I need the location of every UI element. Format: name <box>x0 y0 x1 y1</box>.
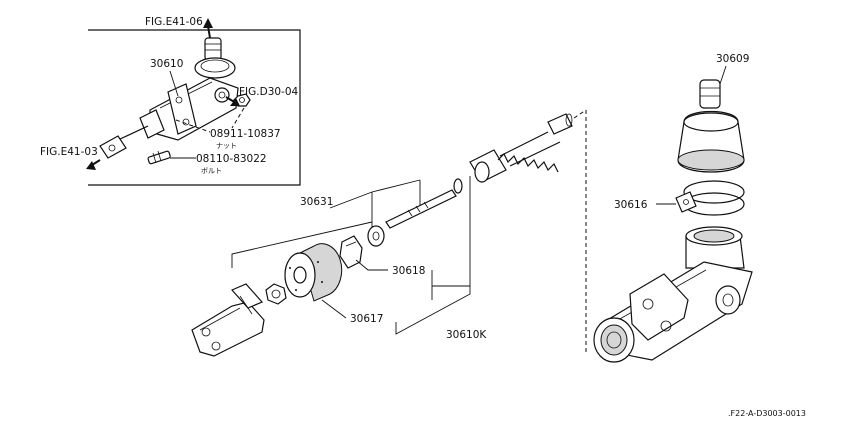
caption-nut: ナット <box>216 142 237 150</box>
hose-clamp-part <box>675 180 745 216</box>
drawing-code: .F22-A-D3003-0013 <box>728 409 806 418</box>
reservoir-cap-part <box>677 79 745 173</box>
bracket-30610k <box>395 286 471 335</box>
bracket-30631-left <box>231 221 373 268</box>
label-30616[interactable]: 30616 <box>614 199 648 211</box>
inset-master-cylinder-drawing <box>99 37 251 165</box>
label-30609[interactable]: 30609 <box>716 53 749 65</box>
washer-part <box>367 225 385 247</box>
leader-30617 <box>321 299 347 319</box>
label-30610k[interactable]: 30610K <box>446 329 487 341</box>
cylinder-assembly: 30609 30616 <box>573 53 753 363</box>
label-30617[interactable]: 30617 <box>350 313 383 325</box>
arrow-up-icon <box>203 18 213 39</box>
exploded-view: 30631 30617 <box>191 113 573 357</box>
ref-fig-d30-04[interactable]: FIG.D30-04 <box>239 86 299 98</box>
label-30610[interactable]: 30610 <box>150 58 183 70</box>
leader-nut-2 <box>231 107 245 129</box>
inset-frame <box>88 29 301 186</box>
dust-boot-part <box>284 243 343 302</box>
label-30618[interactable]: 30618 <box>392 265 425 277</box>
ref-fig-e41-06[interactable]: FIG.E41-06 <box>145 16 203 28</box>
leader-nut <box>175 119 211 133</box>
push-rod-part <box>385 189 457 229</box>
label-08911-10837[interactable]: 08911-10837 <box>210 128 281 140</box>
jam-nut-part <box>265 283 287 305</box>
clevis-yoke-part <box>191 283 265 357</box>
label-30631[interactable]: 30631 <box>300 196 333 208</box>
label-08110-83022[interactable]: 08110-83022 <box>196 153 267 165</box>
leader-30618 <box>355 259 388 271</box>
caption-bolt: ボルト <box>201 167 222 175</box>
leader-30610 <box>169 70 179 97</box>
cylinder-body-part <box>593 261 753 363</box>
inset-panel: FIG.E41-06 <box>40 16 301 186</box>
leader-30609 <box>719 65 727 85</box>
arrow-down-left-icon <box>86 159 101 170</box>
arrow-down-right-icon <box>225 96 240 106</box>
piston-part <box>453 113 573 194</box>
snap-ring-part <box>339 235 363 269</box>
bracket-30631-top <box>329 179 421 209</box>
ref-fig-e41-03[interactable]: FIG.E41-03 <box>40 146 98 158</box>
